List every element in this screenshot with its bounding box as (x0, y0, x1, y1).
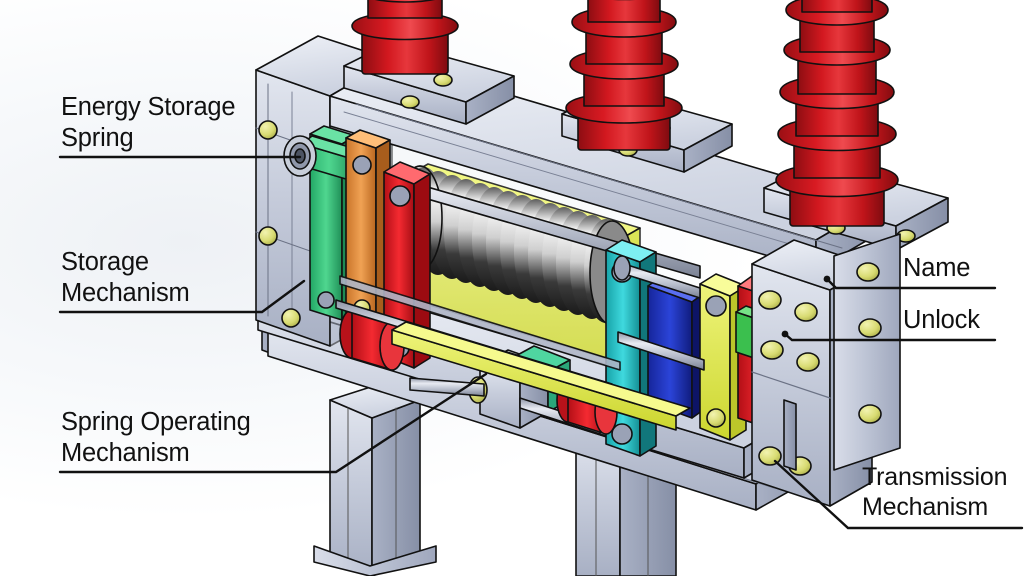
insulator-3 (775, 0, 899, 227)
callout-energy-storage-spring: Energy Storage Spring (61, 93, 236, 152)
callout-transmission-mechanism: Transmission Mechanism (862, 463, 1008, 521)
inner-rail-yellow (391, 321, 691, 431)
insulator-1 (351, 0, 459, 75)
leader-name (825, 277, 997, 290)
end-plate-far (833, 233, 901, 471)
roller-red-left (339, 309, 405, 371)
callout-storage-mechanism: Storage Mechanism (61, 248, 190, 307)
leader-spring-operating-mechanism (58, 372, 488, 474)
connecting-rod-lower (617, 331, 705, 371)
callout-spring-operating-mechanism: Spring Operating Mechanism (61, 408, 251, 467)
leader-storage-mechanism (58, 279, 306, 314)
callout-leaders (58, 155, 1024, 530)
support-pedestal-left (313, 383, 437, 576)
callout-unlock: Unlock (903, 306, 980, 334)
leader-unlock (783, 332, 997, 342)
insulator-2 (565, 0, 683, 151)
leader-dot-name (823, 275, 831, 283)
callout-name: Name (903, 254, 971, 282)
connecting-rod-upper (613, 255, 701, 299)
leader-transmission-mechanism (773, 459, 1024, 530)
leader-dot-unlock (781, 330, 789, 338)
